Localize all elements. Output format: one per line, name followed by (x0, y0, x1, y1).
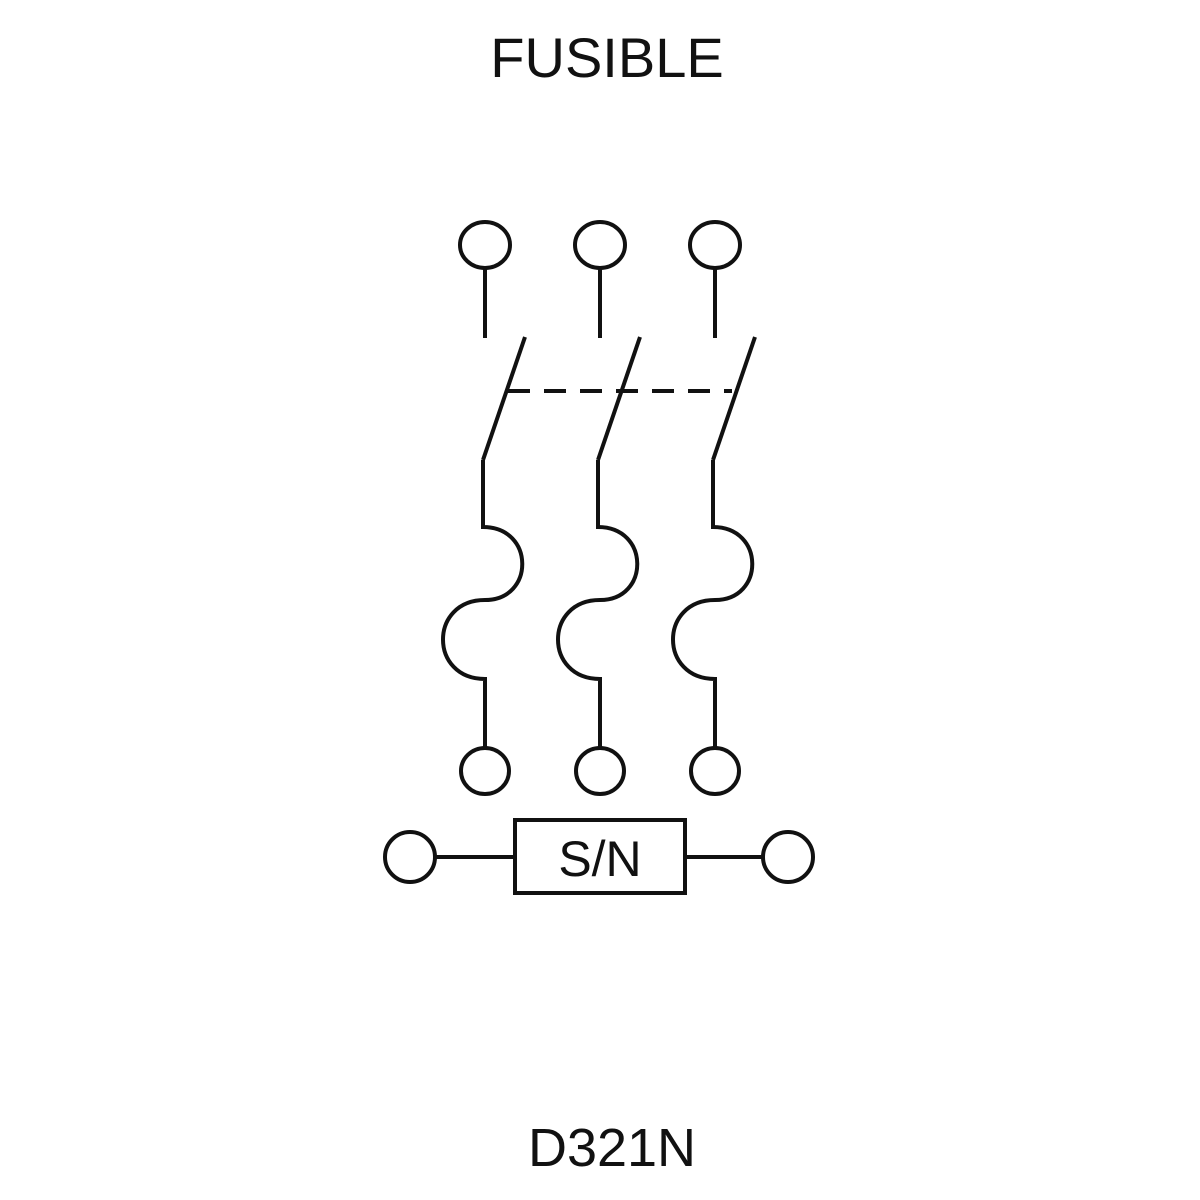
pole-1 (441, 220, 527, 796)
aux-terminal-right (761, 830, 815, 884)
pole-2 (556, 220, 642, 796)
top-terminal (573, 220, 627, 270)
aux-terminal-left (383, 830, 437, 884)
sn-label: S/N (558, 831, 641, 887)
pole-3 (671, 220, 757, 796)
bottom-terminal (574, 746, 626, 796)
bottom-terminal (689, 746, 741, 796)
top-terminal (458, 220, 512, 270)
fuse-element (556, 460, 640, 748)
top-terminal (688, 220, 742, 270)
auxiliary-contact: S/N (383, 818, 815, 895)
switch-blade (481, 336, 527, 461)
poles-group (441, 220, 757, 796)
switch-blade (711, 336, 757, 461)
model-label: D321N (528, 1118, 696, 1178)
fuse-element (441, 460, 525, 748)
switch-blade (596, 336, 642, 461)
diagram-title: FUSIBLE (490, 26, 723, 89)
bottom-terminal (459, 746, 511, 796)
fuse-element (671, 460, 755, 748)
